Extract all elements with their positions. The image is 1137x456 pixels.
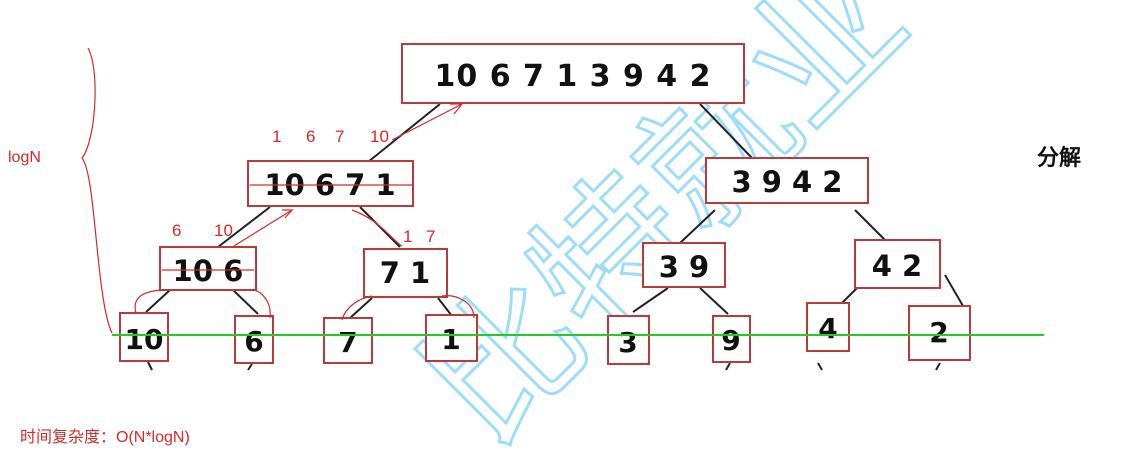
anno-right-0: 1 bbox=[403, 227, 412, 246]
tree-edges bbox=[145, 103, 964, 371]
edge-lr-leaf2 bbox=[349, 297, 373, 319]
node-lr-text: 7 1 bbox=[380, 256, 430, 290]
edge-right-rl bbox=[679, 209, 716, 244]
node-root-text: 10 6 7 1 3 9 4 2 bbox=[435, 59, 712, 94]
anno-top-3: 10 bbox=[370, 127, 389, 146]
leaf-node-4: 3 bbox=[618, 326, 637, 359]
leaf-node-1: 6 bbox=[244, 325, 263, 358]
edge-leaf7-stub bbox=[935, 362, 941, 371]
node-right-text: 3 9 4 2 bbox=[731, 165, 842, 199]
edge-ll-leaf1 bbox=[232, 289, 259, 315]
edge-ll-leaf0 bbox=[145, 289, 171, 313]
edge-leaf5-stub bbox=[725, 362, 731, 371]
leaf-node-5: 9 bbox=[721, 324, 740, 357]
decompose-label: 分解 bbox=[1037, 146, 1082, 171]
node-rl: 3 9 bbox=[642, 242, 726, 288]
arrow-leaf3 bbox=[441, 295, 475, 319]
arrow-leaf2 bbox=[341, 295, 373, 321]
leaf-node-2: 7 bbox=[338, 326, 357, 359]
edge-root-right bbox=[699, 103, 753, 159]
leaf-node-7: 2 bbox=[929, 316, 948, 349]
node-ll-text: 10 6 bbox=[173, 254, 244, 288]
leaf-node-0: 10 bbox=[125, 323, 164, 356]
edge-leaf1-stub bbox=[247, 363, 253, 371]
merge-scribble-left bbox=[233, 209, 295, 247]
leaf-node-3: 1 bbox=[441, 323, 460, 356]
merge-annotations: 1 6 7 10 6 10 1 7 bbox=[81, 47, 475, 334]
edge-left-ll bbox=[217, 206, 271, 248]
complexity-text: 时间复杂度：O(N*logN) bbox=[20, 429, 190, 446]
edge-rl-leaf5 bbox=[699, 287, 729, 315]
node-right: 3 9 4 2 bbox=[705, 157, 869, 204]
arrow-leaf0 bbox=[134, 289, 161, 314]
node-ll: 10 6 bbox=[159, 246, 257, 291]
anno-left-0: 6 bbox=[172, 221, 181, 240]
node-left: 10 6 7 1 bbox=[247, 160, 414, 207]
merge-scribble-right bbox=[351, 209, 403, 247]
node-root: 10 6 7 1 3 9 4 2 bbox=[401, 43, 745, 104]
edge-rr-leaf7 bbox=[944, 274, 964, 307]
edge-lr-leaf3 bbox=[437, 297, 453, 317]
anno-right-1: 7 bbox=[426, 227, 435, 246]
node-rl-text: 3 9 bbox=[659, 250, 709, 284]
edge-leaf0-stub bbox=[147, 361, 153, 371]
edge-root-left bbox=[367, 103, 441, 163]
arrow-leaf1 bbox=[253, 289, 271, 319]
anno-top-0: 1 bbox=[272, 127, 281, 146]
node-lr: 7 1 bbox=[363, 248, 448, 298]
depth-label: logN bbox=[8, 149, 41, 166]
leaf-node-6: 4 bbox=[818, 312, 837, 345]
node-rr: 4 2 bbox=[854, 239, 941, 289]
depth-brace bbox=[81, 47, 113, 334]
merge-arrow-top bbox=[391, 103, 463, 141]
edge-rl-leaf4 bbox=[632, 287, 669, 313]
node-rr-text: 4 2 bbox=[872, 249, 922, 283]
anno-top-2: 7 bbox=[335, 127, 344, 146]
anno-top-1: 6 bbox=[306, 127, 315, 146]
edge-right-rr bbox=[854, 209, 886, 241]
leaf-nodes: 10 6 7 1 3 9 4 2 bbox=[119, 302, 971, 365]
edge-leaf6-stub bbox=[817, 362, 823, 371]
anno-left-1: 10 bbox=[214, 221, 233, 240]
